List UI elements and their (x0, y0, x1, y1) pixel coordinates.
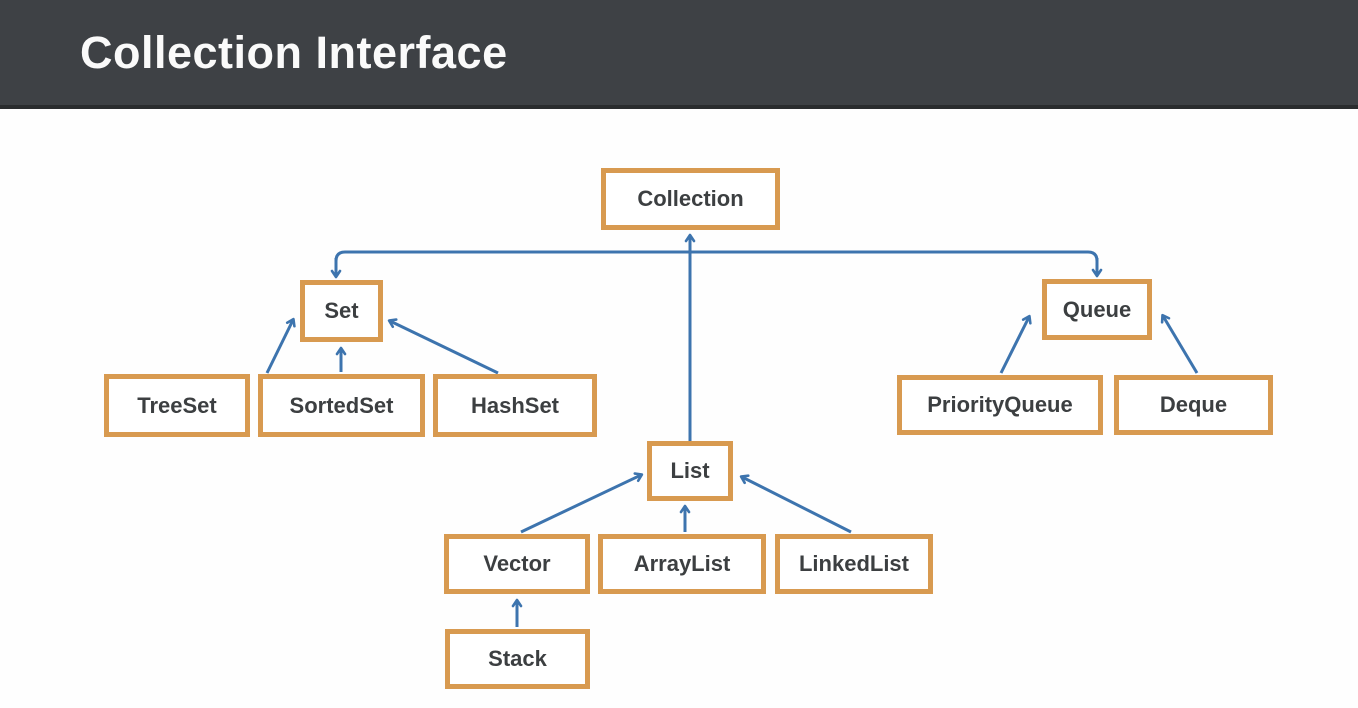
node-queue: Queue (1042, 279, 1152, 340)
node-arraylist: ArrayList (598, 534, 766, 594)
edge-vector-list (520, 472, 644, 534)
node-sortedset: SortedSet (258, 374, 425, 437)
edge-hashset-set (387, 318, 499, 375)
node-priorityqueue: PriorityQueue (897, 375, 1103, 435)
node-deque: Deque (1114, 375, 1273, 435)
node-vector: Vector (444, 534, 590, 594)
slide-title: Collection Interface (80, 26, 508, 78)
node-linkedlist: LinkedList (775, 534, 933, 594)
node-hashset: HashSet (433, 374, 597, 437)
edge-bus (334, 250, 1099, 272)
node-stack: Stack (445, 629, 590, 689)
node-set: Set (300, 280, 383, 342)
node-list: List (647, 441, 733, 501)
edge-treeset-set (265, 317, 296, 374)
slide-header: Collection Interface (0, 0, 1358, 109)
edge-deque-queue (1160, 313, 1199, 374)
edge-priorityqueue-queue (999, 314, 1032, 374)
node-treeset: TreeSet (104, 374, 250, 437)
node-collection: Collection (601, 168, 780, 230)
edge-linkedlist-list (739, 474, 852, 534)
